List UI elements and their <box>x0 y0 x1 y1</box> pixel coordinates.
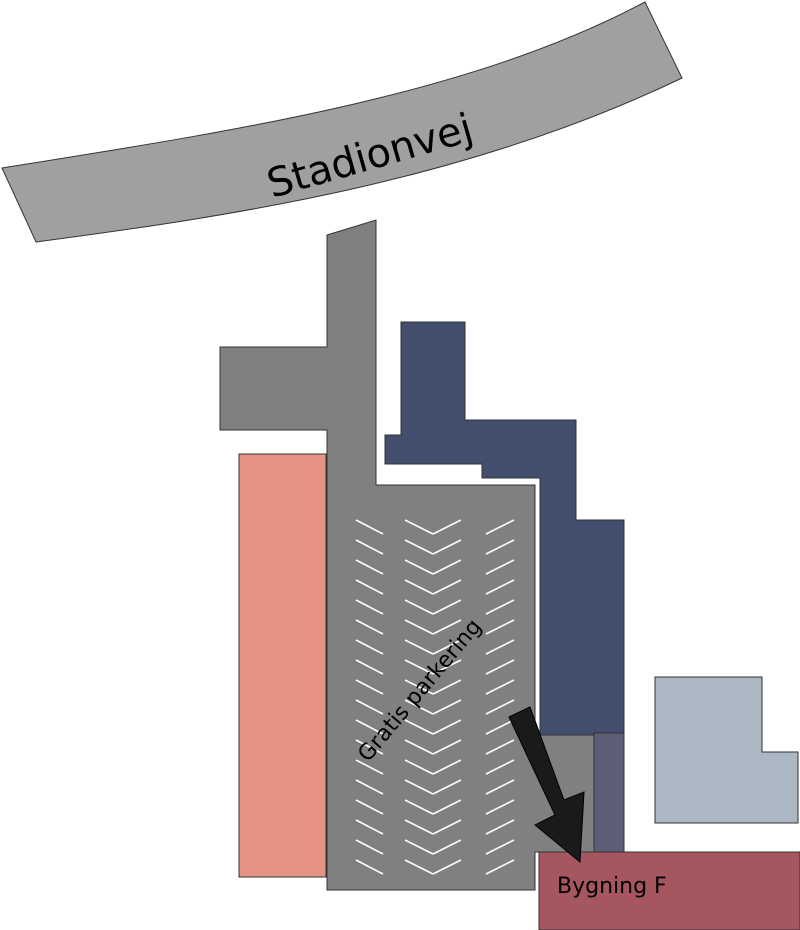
parking-stripe <box>485 859 515 875</box>
parking-stripe <box>432 719 462 735</box>
parking-stripe <box>355 599 384 615</box>
parking-stripe <box>432 619 462 635</box>
parking-stripe <box>404 799 434 815</box>
parking-stripe <box>432 579 462 595</box>
parking-stripe <box>485 699 515 715</box>
parking-stripe <box>404 619 434 635</box>
direction-arrow <box>508 706 585 864</box>
salmon-building <box>238 453 327 878</box>
parking-stripe <box>404 739 434 755</box>
parking-stripe <box>355 799 384 815</box>
parking-area <box>219 219 597 891</box>
parking-stripes <box>355 519 515 875</box>
parking-stripe <box>432 759 462 775</box>
parking-stripe <box>432 819 462 835</box>
parking-stripe <box>404 719 434 735</box>
parking-stripe <box>355 759 384 775</box>
parking-stripe <box>485 819 515 835</box>
parking-stripe <box>485 679 515 695</box>
slate-strip <box>593 732 625 855</box>
parking-stripe <box>485 759 515 775</box>
parking-stripe <box>404 539 434 555</box>
parking-stripe <box>432 559 462 575</box>
parking-stripe <box>432 639 462 655</box>
parking-stripe <box>432 779 462 795</box>
parking-stripe <box>404 699 434 715</box>
parking-stripe <box>404 759 434 775</box>
parking-stripe <box>432 599 462 615</box>
parking-stripe <box>432 699 462 715</box>
parking-stripe <box>485 719 515 735</box>
parking-stripe <box>432 859 462 875</box>
parking-stripe <box>355 739 384 755</box>
parking-stripe <box>404 779 434 795</box>
parking-stripe <box>485 539 515 555</box>
parking-stripe <box>404 519 434 535</box>
parking-stripe <box>355 639 384 655</box>
stadionvej-road <box>1 1 683 243</box>
parking-stripe <box>404 659 434 675</box>
parking-stripe <box>355 519 384 535</box>
parking-stripe <box>485 639 515 655</box>
parking-stripe <box>355 719 384 735</box>
parking-stripe <box>404 579 434 595</box>
parking-stripe <box>432 539 462 555</box>
parking-stripe <box>355 579 384 595</box>
parking-stripe <box>404 819 434 835</box>
parking-stripe <box>355 699 384 715</box>
parking-stripe <box>485 519 515 535</box>
parking-stripe <box>404 839 434 855</box>
parking-stripe <box>485 599 515 615</box>
light-building <box>654 676 799 824</box>
parking-stripe <box>355 819 384 835</box>
building-f <box>538 851 800 930</box>
parking-stripe <box>485 659 515 675</box>
parking-stripe <box>355 679 384 695</box>
parking-stripe <box>432 739 462 755</box>
parking-stripe <box>485 619 515 635</box>
parking-stripe <box>485 779 515 795</box>
parking-stripe <box>355 659 384 675</box>
parking-stripe <box>432 679 462 695</box>
parking-stripe <box>355 839 384 855</box>
parking-stripe <box>355 559 384 575</box>
parking-stripe <box>432 799 462 815</box>
parking-stripe <box>355 859 384 875</box>
parking-stripe <box>355 619 384 635</box>
parking-stripe <box>404 559 434 575</box>
parking-stripe <box>355 539 384 555</box>
parking-stripe <box>404 599 434 615</box>
parking-stripe <box>432 519 462 535</box>
parking-stripe <box>485 799 515 815</box>
parking-stripe <box>485 839 515 855</box>
parking-stripe <box>432 659 462 675</box>
parking-stripe <box>404 639 434 655</box>
parking-stripe <box>432 839 462 855</box>
parking-stripe <box>404 679 434 695</box>
parking-stripe <box>485 579 515 595</box>
parking-stripe <box>485 559 515 575</box>
parking-stripe <box>404 859 434 875</box>
parking-stripe <box>485 739 515 755</box>
parking-stripe <box>355 779 384 795</box>
building-f-label: Bygning F <box>557 874 667 899</box>
